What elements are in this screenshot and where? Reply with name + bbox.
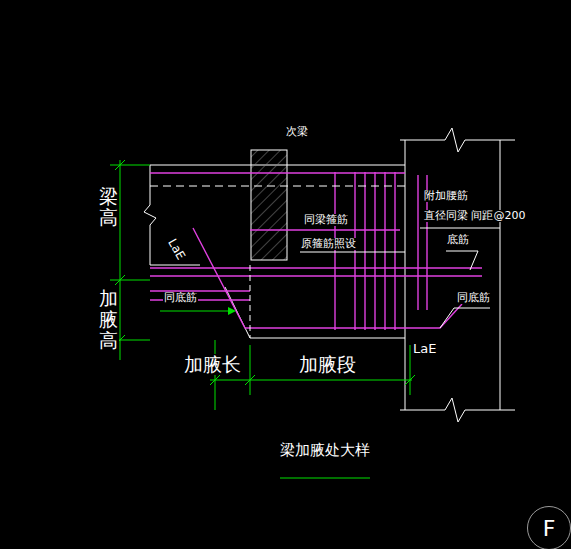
- arrowhead: [228, 307, 236, 315]
- drawing-label: 梁高: [98, 186, 119, 228]
- dashed-line: [150, 186, 405, 187]
- dimension-line: [110, 160, 415, 478]
- rebar: [150, 172, 482, 330]
- leader-line: [300, 228, 500, 328]
- secondary-beam: [251, 150, 287, 260]
- dashed-line: [250, 265, 251, 338]
- drawing-label: 加腋高: [98, 288, 119, 351]
- drawing-label: 原箍筋照设: [300, 238, 357, 250]
- drawing-caption: 梁加腋处大样: [279, 442, 371, 459]
- reference-circle: F: [527, 506, 571, 549]
- drawing-label: 加腋长: [183, 354, 242, 375]
- drawing-label: 同底筋: [163, 292, 198, 304]
- drawing-label: 附加腰筋: [423, 190, 469, 202]
- drawing-label: 加腋段: [298, 354, 357, 375]
- drawing-label: LaE: [165, 236, 188, 263]
- column-outline: [400, 128, 515, 422]
- drawing-label: 同底筋: [456, 292, 491, 304]
- drawing-label: 底筋: [446, 234, 470, 246]
- drawing-label: 同梁箍筋: [303, 214, 349, 226]
- drawing-label: 次梁: [285, 126, 309, 138]
- drawing-label: 直径同梁 间距@200: [423, 210, 527, 222]
- drawing-label: LaE: [412, 342, 437, 356]
- reference-letter: F: [543, 516, 556, 541]
